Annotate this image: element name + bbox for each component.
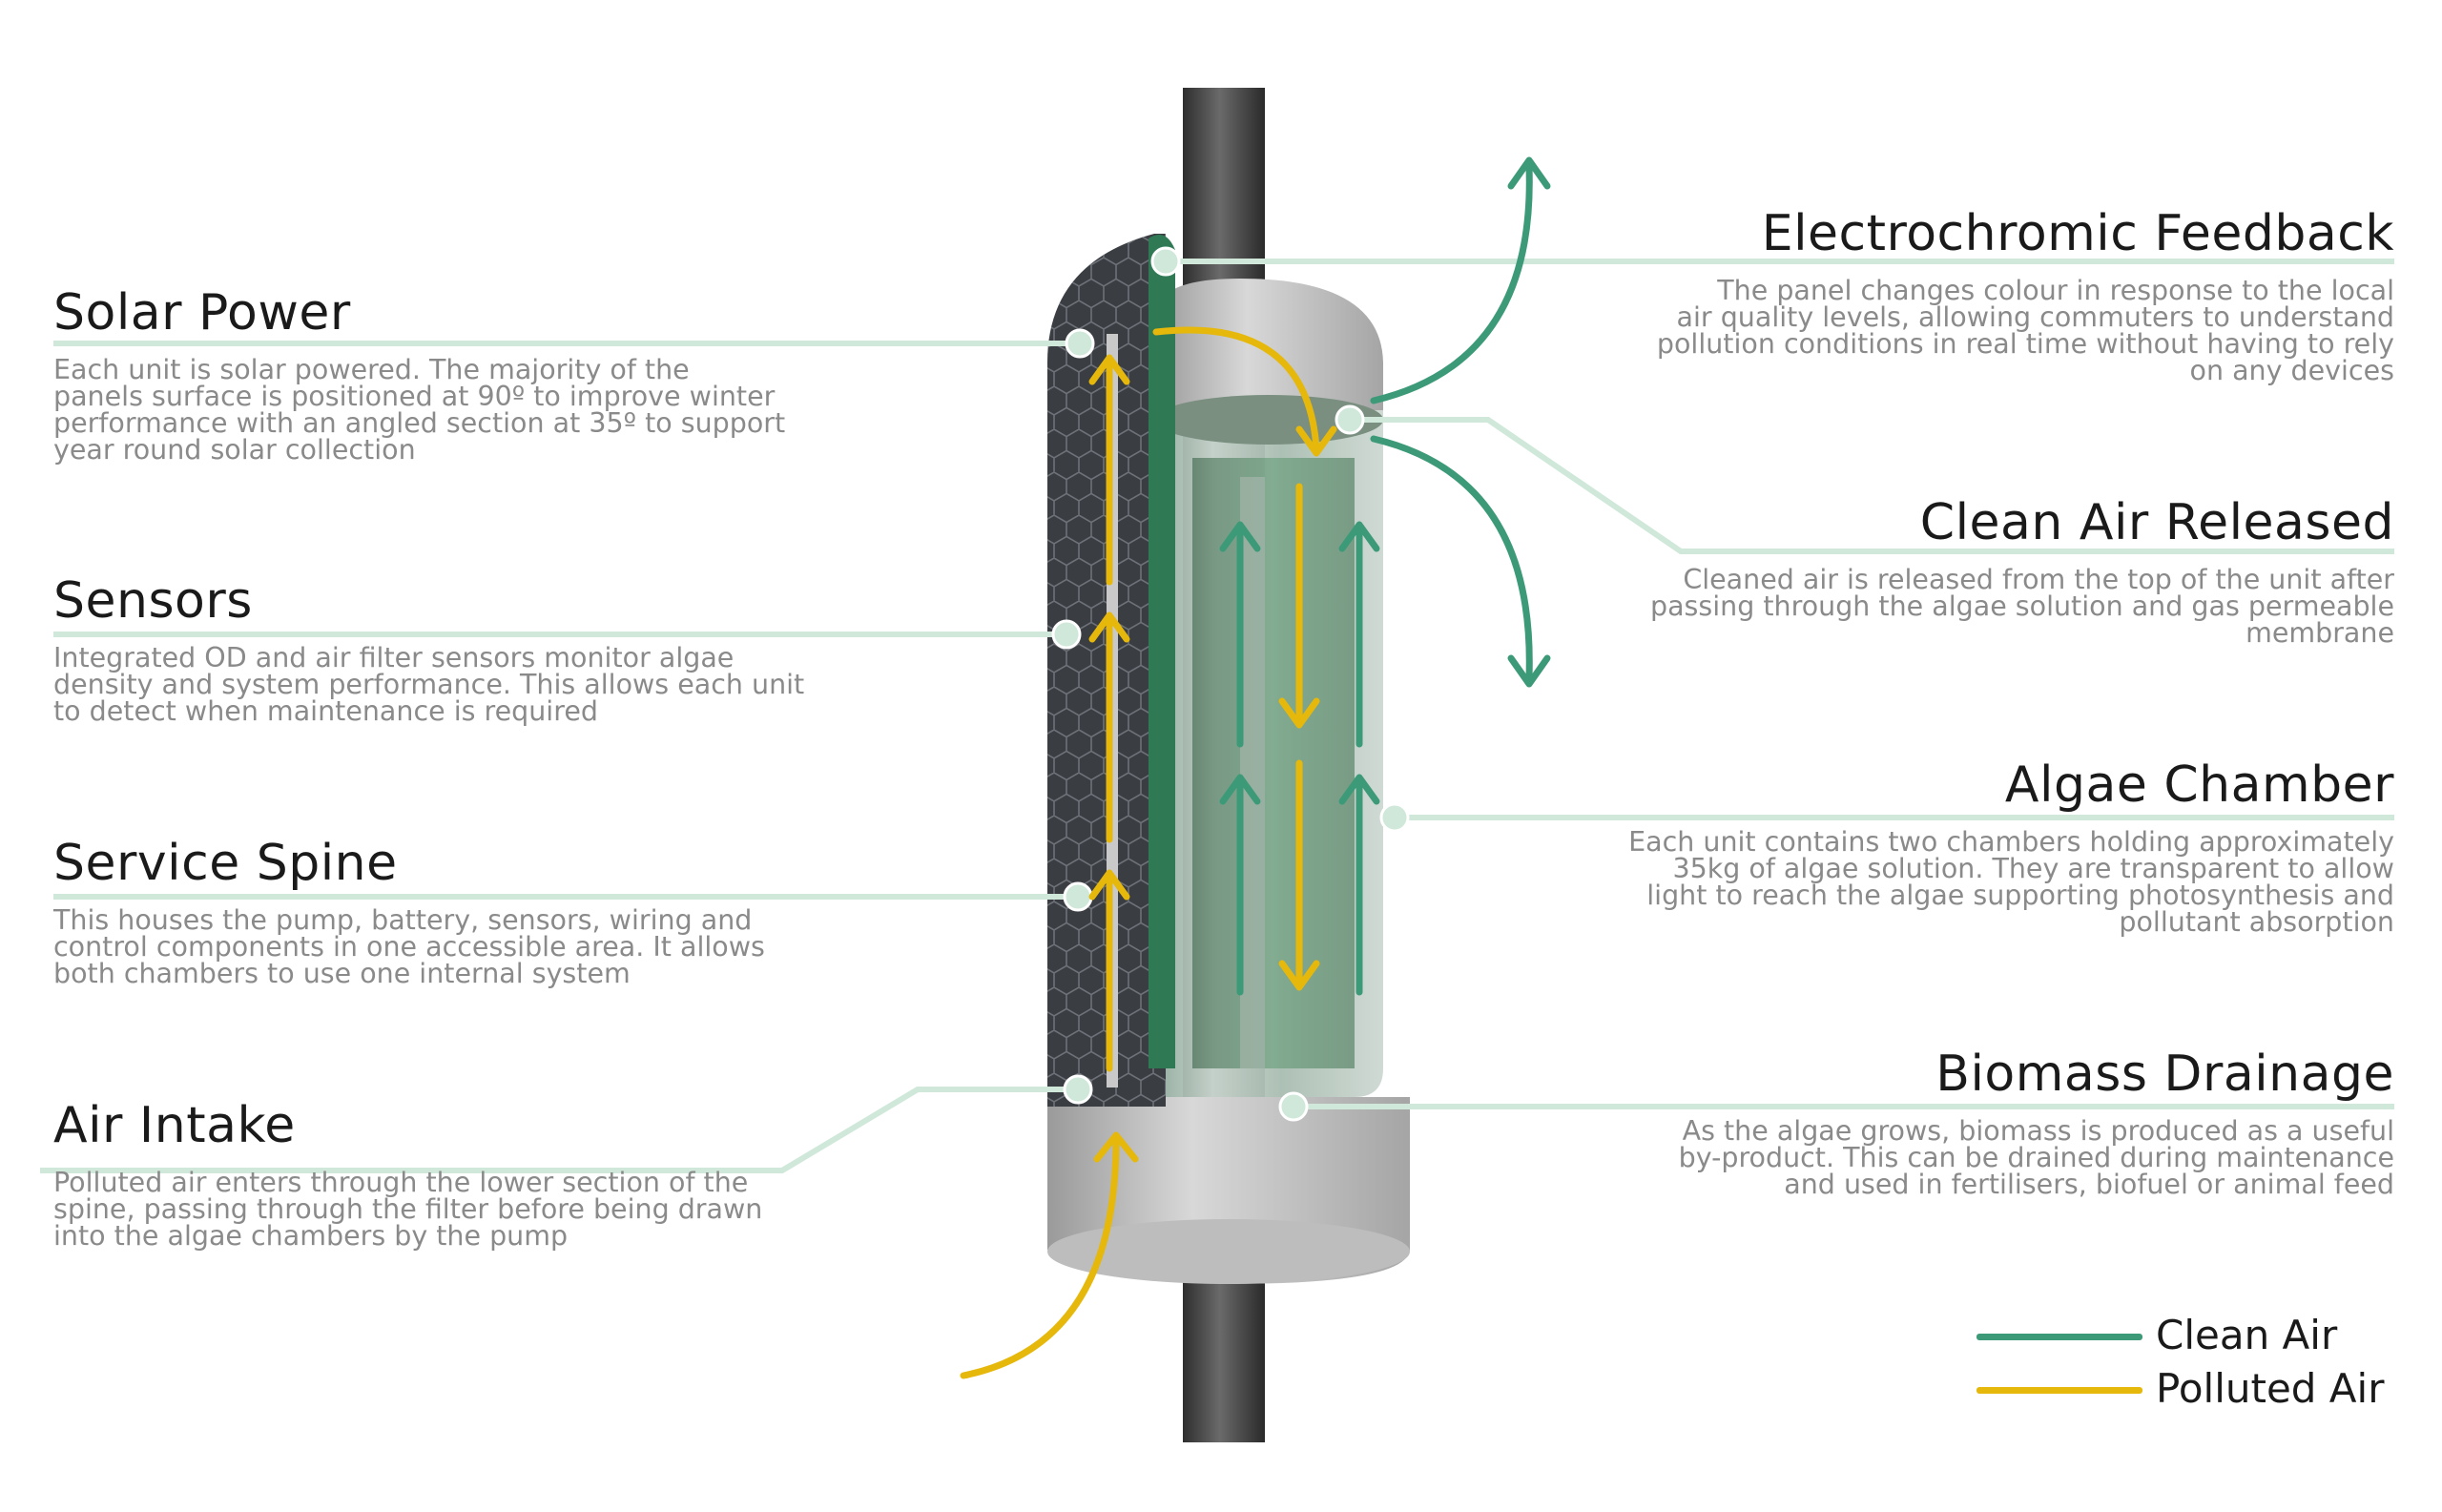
label-solar-power: Solar Power Each unit is solar powered. … [53, 284, 785, 464]
polluted-arrow-intake-head [1093, 1131, 1139, 1163]
label-biomass-drainage: Biomass Drainage As the algae grows, bio… [1679, 1046, 2394, 1198]
clean-arrow-release-down [1370, 435, 1533, 681]
sensors-title: Sensors [53, 572, 253, 630]
label-clean-air-released: Clean Air Released Cleaned air is releas… [1650, 494, 2394, 647]
polluted-arrow-spine-2-head [1088, 611, 1130, 643]
clean-arrow-release-down-head [1507, 654, 1551, 688]
algae-chamber-desc: Each unit contains two chambers holding … [1628, 826, 2394, 938]
chamber-divider [1240, 477, 1265, 1068]
top-cap-rim [1154, 395, 1383, 445]
biomass-drainage-title: Biomass Drainage [1935, 1046, 2394, 1103]
polluted-arrow-top-head [1295, 425, 1337, 457]
polluted-arrow-down-1-head [1278, 697, 1320, 729]
dot-clean [1335, 404, 1365, 435]
label-algae-chamber: Algae Chamber Each unit contains two cha… [1628, 756, 2394, 936]
legend-swatch-polluted [1976, 1387, 2142, 1394]
algae-inner [1192, 458, 1355, 1068]
electrochromic-title: Electrochromic Feedback [1761, 205, 2394, 262]
dot-biomass [1278, 1091, 1309, 1122]
clean-arrow-left-1-head [1219, 774, 1261, 805]
label-air-intake: Air Intake Polluted air enters through t… [53, 1097, 762, 1250]
electrochromic-desc: The panel changes colour in response to … [1656, 275, 2394, 386]
green-edge [1149, 235, 1175, 1068]
top-cap [1156, 279, 1383, 410]
leader-lines [40, 259, 2394, 1173]
clean-arrow-left-2-head [1219, 521, 1261, 552]
polluted-arrow-top-curve [1152, 326, 1320, 452]
dot-electro [1150, 246, 1181, 277]
air-intake-desc: Polluted air enters through the lower se… [53, 1167, 763, 1252]
polluted-air-arrows [960, 326, 1337, 1379]
solar-power-desc: Each unit is solar powered. The majority… [53, 354, 786, 466]
air-intake-title: Air Intake [53, 1097, 296, 1154]
dot-algae [1379, 802, 1410, 833]
service-spine-title: Service Spine [53, 835, 398, 892]
polluted-arrow-spine-1-head [1088, 869, 1130, 901]
legend-label-polluted: Polluted Air [2156, 1365, 2385, 1412]
clean-air-arrows [1219, 156, 1551, 996]
leader-clean [1345, 417, 2394, 554]
label-sensors: Sensors Integrated OD and air filter sen… [53, 572, 804, 725]
dot-intake [1063, 1074, 1093, 1105]
polluted-arrow-intake [960, 1136, 1120, 1379]
solar-power-title: Solar Power [53, 284, 351, 342]
dot-solar [1065, 328, 1095, 359]
service-spine-desc: This houses the pump, battery, sensors, … [53, 904, 765, 989]
algae-chamber-title: Algae Chamber [2004, 756, 2394, 814]
label-electrochromic-feedback: Electrochromic Feedback The panel change… [1657, 205, 2394, 384]
sensors-desc: Integrated OD and air filter sensors mon… [53, 642, 805, 727]
dot-sensors [1051, 619, 1082, 650]
legend-swatch-clean [1976, 1334, 2142, 1340]
label-service-spine: Service Spine This houses the pump, batt… [53, 835, 765, 987]
clean-air-released-desc: Cleaned air is released from the top of … [1650, 564, 2394, 649]
base-bottom [1047, 1219, 1410, 1284]
leader-intake [40, 1087, 1076, 1173]
biomass-drainage-desc: As the algae grows, biomass is produced … [1678, 1115, 2394, 1200]
clean-arrow-right-1-head [1338, 774, 1380, 805]
polluted-arrow-down-2-head [1278, 960, 1320, 991]
dot-spine [1063, 881, 1093, 912]
legend-label-clean: Clean Air [2156, 1312, 2338, 1358]
clean-air-released-title: Clean Air Released [1919, 494, 2394, 551]
clean-arrow-release-up [1370, 163, 1533, 404]
clean-arrow-release-up-head [1507, 156, 1551, 190]
clean-arrow-right-2-head [1338, 521, 1380, 552]
polluted-arrow-spine-3-head [1088, 354, 1130, 385]
